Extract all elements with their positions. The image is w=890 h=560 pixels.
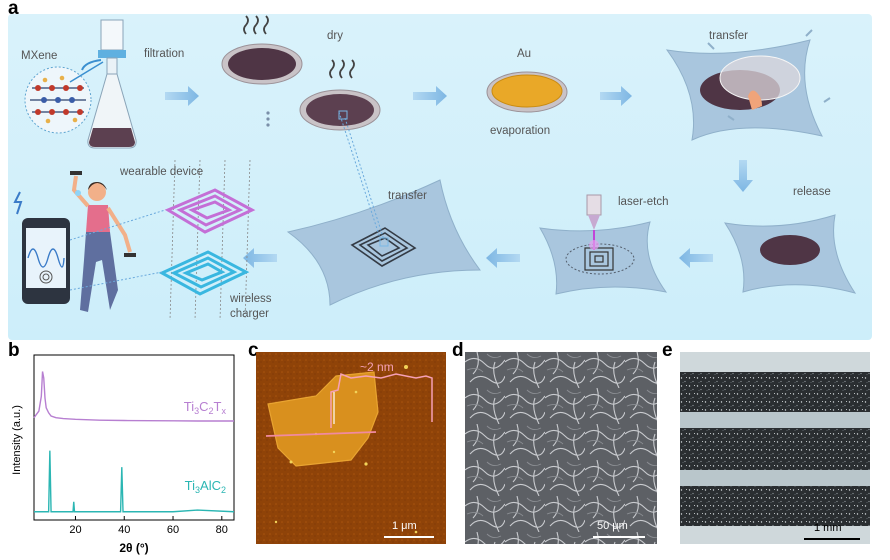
step-dry-label: dry (327, 30, 343, 42)
mxene-structure-icon (24, 66, 92, 134)
optical-image: 1 mm (680, 352, 870, 544)
x-tick-label: 80 (216, 524, 228, 536)
x-tick-label: 60 (167, 524, 179, 536)
sem-image: 50 μm (465, 352, 657, 544)
sem-scale-label: 50 μm (597, 520, 628, 532)
step-evaporation-label: evaporation (490, 125, 551, 137)
panel-c-label: c (248, 340, 259, 361)
panel-a-schematic (13, 15, 857, 321)
optical-scale-label: 1 mm (814, 522, 842, 534)
coil-sheet-icon (286, 179, 481, 306)
filtration-flask-icon (69, 19, 137, 149)
step-wireless-label: wireless (230, 293, 272, 305)
laser-etch-icon (539, 194, 668, 295)
wearable-person-icon (70, 171, 136, 312)
xrd-ylabel: Intensity (a.u.) (11, 405, 23, 475)
step-wearable-label: wearable device (120, 166, 204, 178)
x-tick-label: 40 (118, 524, 130, 536)
panel-e-label: e (662, 340, 673, 361)
smartphone-icon (13, 191, 70, 304)
drying-disc-icon (221, 15, 381, 131)
release-sheet-icon (723, 214, 857, 294)
wireless-coil-icon (158, 159, 256, 321)
optical-scalebar (804, 538, 860, 540)
afm-image: ~2 nm 1 μm (256, 352, 446, 544)
step-charger-label: charger (230, 308, 269, 320)
series-line-1 (34, 450, 235, 513)
step-transfer-top-label: transfer (709, 30, 748, 42)
step-filtration-label: filtration (144, 48, 185, 60)
step-transfer-bottom-label: transfer (388, 190, 427, 202)
step-release-label: release (793, 186, 831, 198)
xrd-xlabel: 2θ (°) (119, 541, 148, 555)
xrd-plot-frame (33, 354, 235, 521)
series-label-ti3alc2: Ti3AlC2 (185, 478, 226, 495)
xrd-chart: 20 40 60 80 Intensity (a.u.) 2θ (°) Ti3C2Tx… (11, 354, 235, 555)
step-laser-etch-label: laser-etch (618, 196, 669, 208)
series-label-ti3c2tx: Ti3C2Tx (184, 399, 227, 416)
afm-scalebar (384, 536, 434, 538)
panel-d-label: d (452, 340, 464, 361)
gold-disc-icon (486, 71, 568, 113)
step-mxene-label: MXene (21, 50, 58, 62)
panel-a-label: a (8, 0, 19, 19)
afm-scale-label: 1 μm (392, 520, 417, 532)
transfer-sheet-icon (665, 29, 831, 141)
step-au-label: Au (517, 48, 532, 60)
series-line-0 (33, 371, 234, 422)
panel-b-label: b (8, 340, 20, 361)
sem-scalebar (593, 536, 645, 538)
afm-height-label: ~2 nm (360, 360, 394, 374)
x-tick-label: 20 (69, 524, 81, 536)
